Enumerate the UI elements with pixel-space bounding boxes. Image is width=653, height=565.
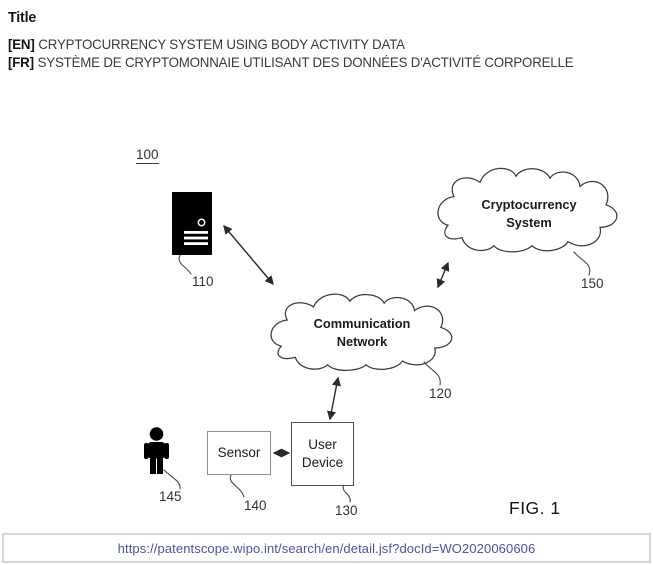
patent-title-en-text: CRYPTOCURRENCY SYSTEM USING BODY ACTIVIT…	[38, 36, 405, 52]
cryptocurrency-system-label-line2: System	[506, 214, 552, 230]
leader-120	[423, 361, 441, 386]
server-ref-110: 110	[192, 274, 214, 289]
user-device-box: User Device	[291, 422, 354, 486]
patent-title-fr: [FR]SYSTÈME DE CRYPTOMONNAIE UTILISANT D…	[8, 54, 574, 70]
source-url-bar: https://patentscope.wipo.int/search/en/d…	[2, 533, 651, 563]
communication-network-label: Communication Network	[292, 315, 432, 350]
leader-145	[163, 469, 181, 490]
arrow-network-userdevice	[327, 376, 341, 421]
figure-caption: FIG. 1	[509, 498, 561, 518]
figure-ref-100: 100	[136, 147, 159, 164]
person-icon	[144, 427, 169, 474]
server-icon	[172, 192, 212, 255]
user-device-label-line2: Device	[301, 455, 344, 470]
leader-130	[342, 484, 351, 503]
arrow-network-cryptosystem	[436, 261, 450, 289]
user-ref-145: 145	[159, 489, 182, 504]
communication-network-label-line2: Network	[336, 333, 388, 349]
sensor-ref-140: 140	[244, 498, 267, 513]
patent-title-en: [EN]CRYPTOCURRENCY SYSTEM USING BODY ACT…	[8, 36, 405, 52]
sensor-box-label: Sensor	[217, 445, 261, 460]
cryptocurrency-system-label-line1: Cryptocurrency	[481, 197, 577, 212]
leader-150	[573, 251, 591, 276]
leader-110	[178, 254, 192, 275]
lang-tag-fr: [FR]	[8, 54, 34, 70]
leader-140	[229, 474, 245, 498]
arrow-server-network	[223, 224, 274, 286]
sensor-box: Sensor	[207, 431, 271, 475]
user-device-label-line1: User	[308, 437, 337, 452]
patent-title-fr-text: SYSTÈME DE CRYPTOMONNAIE UTILISANT DES D…	[37, 54, 574, 70]
userdevice-ref-130: 130	[335, 503, 358, 518]
source-url-link[interactable]: https://patentscope.wipo.int/search/en/d…	[117, 540, 536, 556]
communication-network-label-line1: Communication	[313, 316, 411, 331]
cryptosystem-ref-150: 150	[581, 276, 604, 291]
cryptocurrency-system-label: Cryptocurrency System	[459, 196, 599, 231]
user-device-box-label: User Device	[302, 436, 343, 472]
section-title: Title	[8, 9, 37, 26]
lang-tag-en: [EN]	[8, 36, 35, 52]
network-ref-120: 120	[429, 386, 452, 401]
